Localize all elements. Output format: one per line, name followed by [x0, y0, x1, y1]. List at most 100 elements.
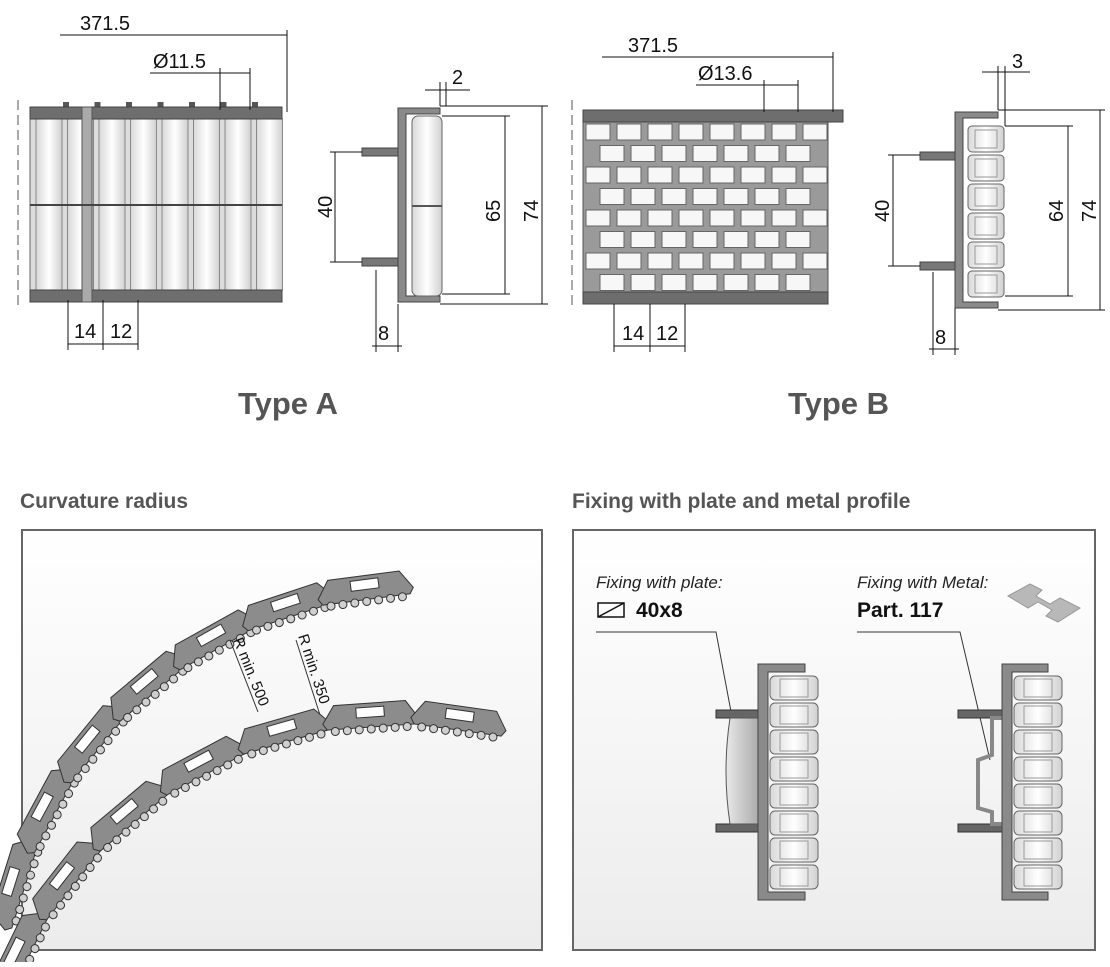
link-bead — [342, 726, 352, 736]
link-bead — [183, 663, 193, 673]
roller-inner — [1023, 813, 1053, 833]
link-window — [355, 705, 385, 719]
link-window — [73, 724, 101, 754]
roller — [802, 252, 828, 270]
roller-inner — [1023, 678, 1053, 698]
roller-inner — [779, 840, 809, 860]
link-bead — [214, 645, 224, 655]
link-bead — [56, 900, 66, 910]
roller — [616, 209, 642, 227]
roller-inner — [1023, 732, 1053, 752]
link-bead — [48, 910, 58, 920]
roller — [709, 166, 735, 184]
type-b-height64-dim: 64 — [1046, 200, 1068, 222]
roller — [1013, 756, 1063, 782]
roller — [967, 241, 1005, 269]
roller-inner — [1023, 759, 1053, 779]
link-bead — [52, 810, 62, 820]
type-b-side-view: 40 64 74 3 8 — [872, 51, 1105, 355]
link-bead — [281, 739, 291, 749]
roller — [1013, 864, 1063, 890]
link-bead — [170, 788, 180, 798]
chain-link — [159, 735, 246, 798]
type-b-top-view — [571, 100, 844, 305]
link-bead — [121, 827, 131, 837]
link-bead — [130, 819, 140, 829]
roller — [692, 274, 718, 291]
roller — [630, 274, 656, 291]
roller — [692, 188, 718, 205]
link-bead — [286, 614, 296, 624]
roller — [678, 166, 704, 184]
roller — [785, 188, 811, 205]
roller — [678, 209, 704, 227]
roller — [723, 145, 749, 162]
roller-inner — [974, 245, 998, 265]
link-bead — [326, 601, 336, 611]
roller — [769, 729, 819, 755]
pin — [94, 102, 101, 108]
pin — [157, 102, 164, 108]
roller — [723, 231, 749, 248]
roller — [647, 252, 673, 270]
link-bead — [111, 726, 121, 736]
link-bead — [95, 745, 105, 755]
link-bead — [350, 598, 360, 608]
type-a-height40-dim: 40 — [315, 196, 337, 218]
pin — [126, 102, 132, 108]
chain-link — [317, 570, 414, 611]
link-bead — [150, 689, 160, 699]
link-bead — [330, 727, 340, 737]
link-bead — [366, 724, 376, 734]
roller — [709, 252, 735, 270]
link-bead — [316, 729, 326, 739]
chain-link — [410, 700, 507, 742]
type-a-side-view: 40 65 74 2 8 — [315, 67, 548, 352]
roller-inner — [1023, 786, 1053, 806]
roller — [1013, 675, 1063, 701]
link-bead — [378, 723, 388, 733]
link-bead — [270, 742, 280, 752]
pin — [220, 102, 227, 108]
r350-leader — [295, 639, 321, 716]
link-bead — [85, 862, 95, 872]
type-a-dimensions: 371.5 Ø11.5 14 12 — [60, 13, 288, 350]
roller — [1013, 837, 1063, 863]
link-bead — [233, 754, 243, 764]
roller — [709, 209, 735, 227]
roller — [769, 837, 819, 863]
link-bead — [293, 736, 303, 746]
link-bead — [362, 596, 372, 606]
link-bead — [305, 732, 315, 742]
roller — [771, 166, 797, 184]
type-b-height40-dim: 40 — [872, 200, 894, 222]
roller — [647, 123, 673, 141]
link-bead — [35, 841, 45, 851]
roller — [630, 145, 656, 162]
roller — [585, 123, 611, 141]
fixing-plate-drawing — [715, 663, 819, 901]
link-bead — [263, 621, 273, 631]
link-bead — [30, 944, 40, 954]
chain-link — [57, 705, 128, 784]
roller — [678, 123, 704, 141]
roller — [1013, 783, 1063, 809]
link-bead — [139, 812, 149, 822]
link-window — [30, 791, 54, 823]
link-window — [129, 667, 159, 695]
link-bead — [429, 724, 439, 734]
roller — [599, 145, 625, 162]
metal-profile-icon — [1006, 583, 1082, 623]
link-bead — [141, 697, 151, 707]
roller — [661, 145, 687, 162]
roller — [661, 188, 687, 205]
roller-inner — [1023, 705, 1053, 725]
link-window — [349, 577, 380, 592]
roller — [769, 864, 819, 890]
pin — [252, 102, 258, 108]
type-b-label: Type B — [788, 386, 889, 421]
roller — [769, 756, 819, 782]
roller-inner — [779, 786, 809, 806]
roller — [754, 145, 780, 162]
